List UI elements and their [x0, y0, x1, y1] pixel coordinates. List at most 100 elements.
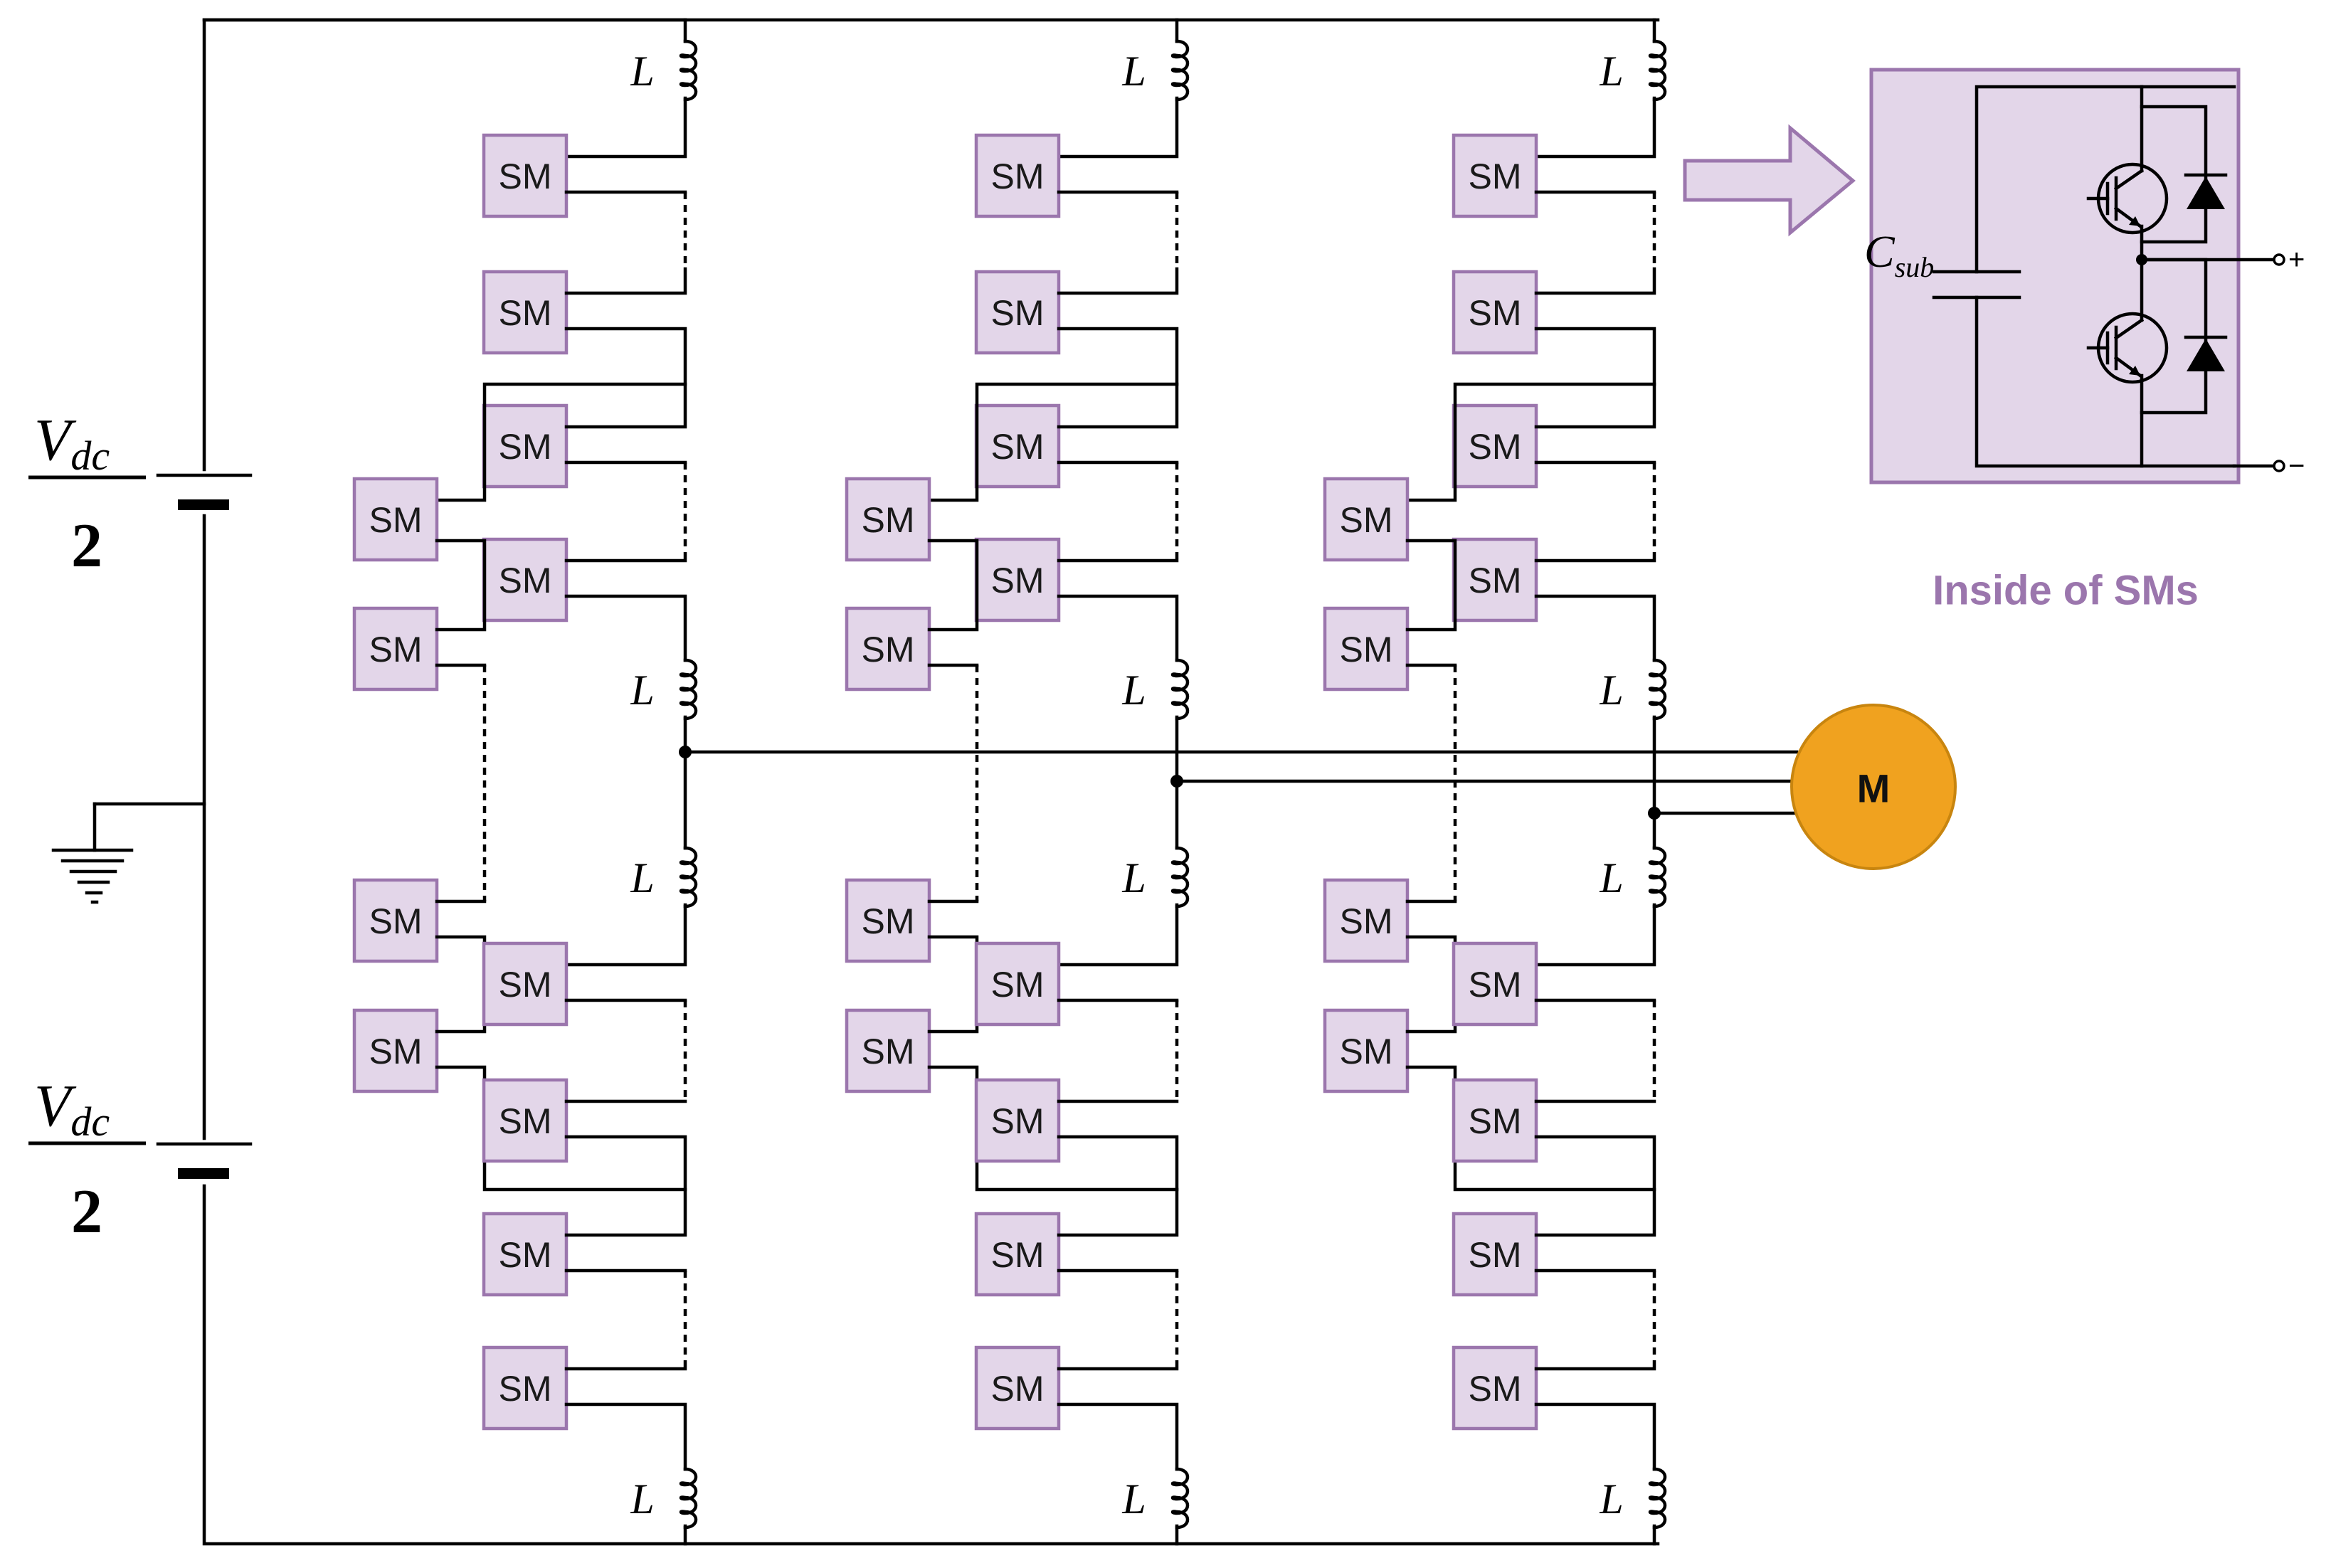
phase-b-upper-sm-1: SM	[974, 133, 1061, 218]
sm-box	[1452, 1078, 1538, 1163]
sm-box	[352, 878, 439, 963]
inductor-coil	[679, 39, 698, 102]
sm-label: SM	[991, 157, 1045, 196]
sm-lead	[1057, 1135, 1179, 1237]
arm-wire	[1534, 96, 1656, 159]
sm-box	[482, 537, 569, 623]
sm-box	[974, 270, 1061, 355]
sm-box	[352, 477, 439, 562]
sm-label: SM	[499, 293, 552, 333]
minus-terminal-sign: −	[2288, 450, 2305, 482]
phase-c-upper-sm-1: SM	[1452, 133, 1538, 218]
sm-lead	[1534, 1135, 1656, 1237]
sm-lead	[435, 935, 487, 1034]
inductor-coil	[1170, 39, 1190, 102]
inductor-coil	[1170, 846, 1190, 909]
phase-b-upper-arm-inductor: L	[1121, 39, 1190, 102]
phase-a-lower-sm-3: SM	[482, 1212, 569, 1297]
sm-label: SM	[499, 1235, 552, 1275]
sm-label: SM	[991, 427, 1045, 467]
sm-label: SM	[862, 500, 915, 540]
phase-a-upper-sm-3: SM	[482, 403, 569, 489]
phase-a-upper-sm-4: SM	[482, 537, 569, 623]
ac-output-lines	[679, 746, 1799, 820]
plus-terminal	[2273, 253, 2285, 266]
sm-box	[1452, 1345, 1538, 1431]
sm-label: SM	[499, 561, 552, 600]
lower-vdc-fraction: Vdc 2	[28, 1073, 146, 1246]
inductor-label: L	[630, 48, 654, 95]
phase-b-lower-arm-inductor: L	[1121, 1467, 1190, 1530]
phase-a-upper-sm-1: SM	[482, 133, 569, 218]
arm-wire	[1057, 96, 1179, 159]
inductor-coil	[1170, 658, 1190, 721]
phase-a-upper-sm-2: SM	[482, 270, 569, 355]
sm-lead	[1057, 327, 1179, 429]
phase-c-upper-sm-4: SM	[1452, 537, 1538, 623]
upper-igbt	[2086, 162, 2169, 235]
inductor-label: L	[630, 667, 654, 714]
phase-b-upper-sm-2: SM	[974, 270, 1061, 355]
lower-dc-source	[156, 1142, 253, 1179]
sm-box	[482, 941, 569, 1027]
sm-box	[1452, 133, 1538, 218]
phase-a-upper-node-inductor: L	[630, 658, 698, 721]
sm-box	[1452, 1212, 1538, 1297]
sm-box	[1323, 477, 1410, 562]
inductor-coil	[1648, 658, 1667, 721]
lower-diode	[2184, 335, 2228, 371]
sm-label: SM	[1469, 1369, 1522, 1409]
sm-box	[974, 1078, 1061, 1163]
sm-lead	[564, 594, 687, 662]
upper-vdc-denominator: 2	[71, 512, 102, 581]
sm-lead	[1534, 267, 1656, 295]
phase-b-lower-side-sm-1: SM	[845, 878, 931, 963]
phase-b-output-node	[1170, 775, 1183, 788]
sm-label: SM	[1469, 1235, 1522, 1275]
sm-label: SM	[991, 1235, 1045, 1275]
sm-label: SM	[991, 561, 1045, 600]
upper-dc-source	[156, 473, 253, 510]
sm-label: SM	[369, 500, 423, 540]
sm-label: SM	[1340, 901, 1393, 941]
side-branch	[927, 382, 1179, 502]
sm-box	[1323, 606, 1410, 692]
sm-lead	[1405, 935, 1457, 1034]
sm-box	[974, 133, 1061, 218]
sm-label: SM	[1469, 427, 1522, 467]
sm-box	[974, 941, 1061, 1027]
capacitor-label: Csub	[1864, 226, 1934, 283]
sm-box	[845, 606, 931, 692]
sm-box	[352, 606, 439, 692]
sm-lead	[564, 267, 687, 295]
sm-lead	[927, 539, 979, 632]
phase-b-upper-side-sm-2: SM	[845, 606, 931, 692]
sm-lead	[1405, 539, 1457, 632]
sm-box	[845, 477, 931, 562]
sm-lead	[1534, 594, 1656, 662]
phase-c-lower-arm-inductor: L	[1599, 1467, 1667, 1530]
sm-lead	[435, 539, 487, 632]
inductor-label: L	[1599, 854, 1623, 901]
phase-c-upper-arm-inductor: L	[1599, 39, 1667, 102]
arm-wire	[1057, 903, 1179, 967]
inductor-label: L	[1599, 1476, 1623, 1522]
motor: M	[1790, 704, 1957, 870]
sm-box	[482, 270, 569, 355]
minus-terminal	[2273, 460, 2285, 472]
sm-box	[1323, 1008, 1410, 1093]
sm-label: SM	[991, 1369, 1045, 1409]
sm-lead	[1534, 327, 1656, 429]
phase-c-upper-node-inductor: L	[1599, 658, 1667, 721]
sm-lead	[564, 1135, 687, 1237]
sm-box	[482, 1345, 569, 1431]
arm-wire	[1534, 903, 1656, 967]
phase-a-upper-side-sm-1: SM	[352, 477, 439, 562]
sm-label: SM	[1340, 500, 1393, 540]
side-branch	[435, 382, 687, 502]
sm-label: SM	[1340, 1032, 1393, 1071]
sm-box	[1452, 941, 1538, 1027]
